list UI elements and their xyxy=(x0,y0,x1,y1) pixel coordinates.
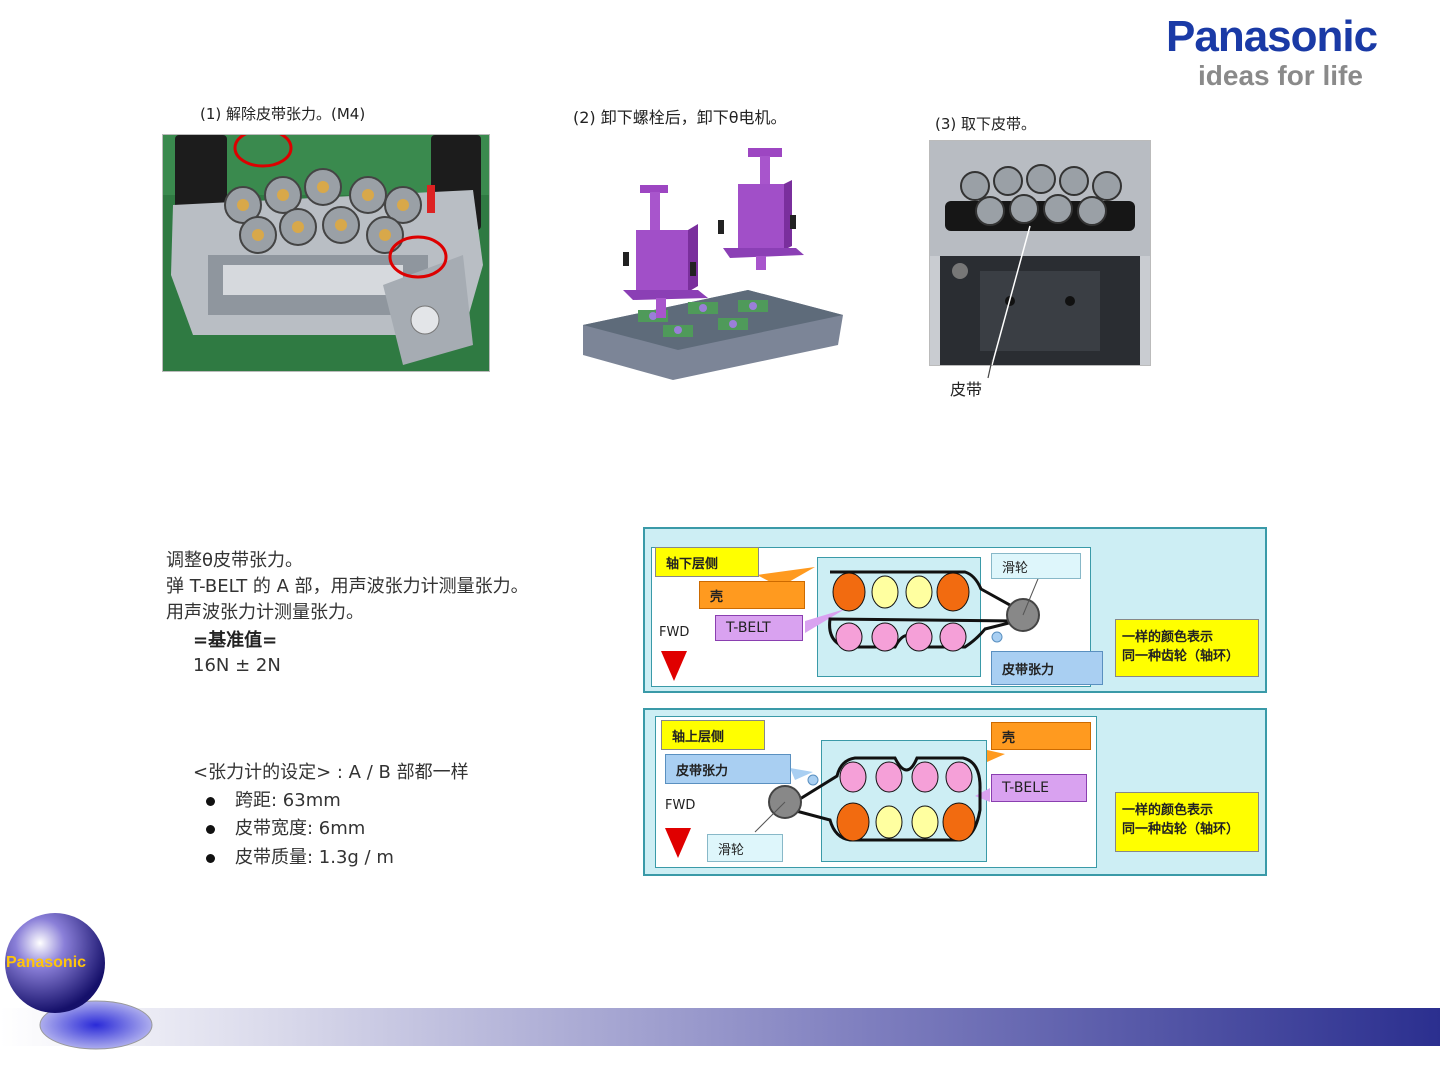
step3-callout-line xyxy=(980,360,1010,380)
color-legend: 一样的颜色表示 同一种齿轮（轴环） xyxy=(1115,619,1259,677)
step2-illustration xyxy=(578,140,848,380)
step3-caption: (3) 取下皮带。 xyxy=(935,113,1036,134)
fwd-arrow-icon xyxy=(665,828,691,858)
step3-photo xyxy=(929,140,1151,366)
shell-label: 壳 xyxy=(699,581,805,609)
footer-bar xyxy=(0,1008,1440,1046)
tension-setting-item: 皮带宽度: 6mm xyxy=(206,814,365,840)
belt-tension-label: 皮带张力 xyxy=(991,651,1103,685)
bullet-icon xyxy=(206,797,215,806)
step1-photo xyxy=(162,134,490,372)
belt-label: T-BELE xyxy=(991,774,1087,802)
step3-belt-callout: 皮带 xyxy=(950,376,982,400)
standard-value: 16N ± 2N xyxy=(193,655,281,676)
step2-caption: (2) 卸下螺栓后，卸下θ电机。 xyxy=(573,104,787,128)
brand-slogan: ideas for life xyxy=(1198,60,1363,92)
pulley-label: 滑轮 xyxy=(707,834,783,862)
color-legend: 一样的颜色表示 同一种齿轮（轴环） xyxy=(1115,792,1259,852)
belt-label: T-BELT xyxy=(715,615,803,641)
footer-logo-text: Panasonic xyxy=(6,954,86,972)
bullet-icon xyxy=(206,825,215,834)
tension-setting-item: 跨距: 63mm xyxy=(206,786,341,812)
step1-caption: (1) 解除皮带张力。(M4) xyxy=(200,103,365,124)
brand-logo: Panasonic xyxy=(1166,12,1377,62)
fwd-arrow-icon xyxy=(661,651,687,681)
belt-tension-label: 皮带张力 xyxy=(665,754,791,784)
diagram-upper-shaft-panel: 轴上层侧 皮带张力 FWD 滑轮 壳 T-BELE 一样的颜色表示 同一种齿轮（… xyxy=(643,708,1267,876)
shell-label: 壳 xyxy=(991,722,1091,750)
tension-setting-item: 皮带质量: 1.3g / m xyxy=(206,843,394,869)
pulley-label: 滑轮 xyxy=(991,553,1081,579)
standard-label: =基准值= xyxy=(193,626,277,652)
diagram-lower-shaft-panel: 轴下层侧 壳 T-BELT 滑轮 皮带张力 FWD 一样的颜色表示 同一种齿轮（… xyxy=(643,527,1267,693)
footer-globe-logo xyxy=(0,905,170,1065)
instruction-line-1: 调整θ皮带张力。 xyxy=(166,546,303,572)
instruction-line-3: 用声波张力计测量张力。 xyxy=(166,598,364,624)
instruction-line-2: 弹 T-BELT 的 A 部，用声波张力计测量张力。 xyxy=(166,572,529,598)
fwd-label: FWD xyxy=(665,798,695,813)
lower-side-label: 轴下层侧 xyxy=(655,547,759,577)
upper-side-label: 轴上层侧 xyxy=(661,720,765,750)
tension-settings-heading: <张力计的设定> : A / B 部都一样 xyxy=(193,758,469,784)
bullet-icon xyxy=(206,854,215,863)
fwd-label: FWD xyxy=(659,625,689,640)
